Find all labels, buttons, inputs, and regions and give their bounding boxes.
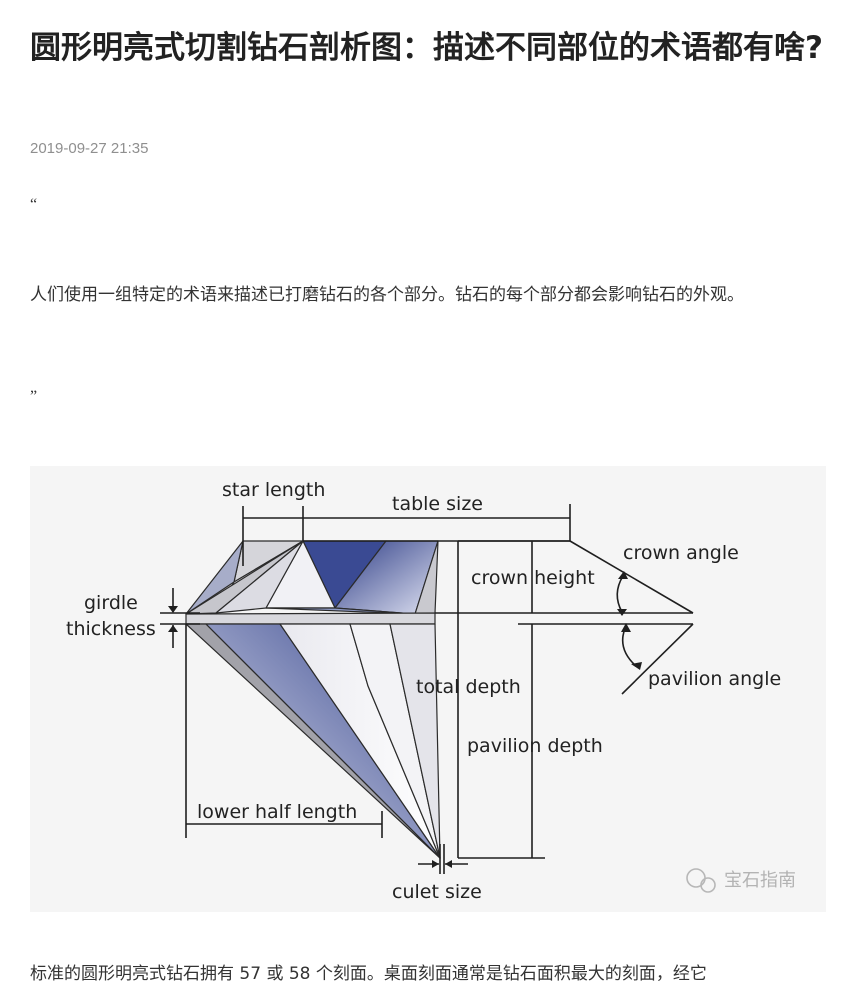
diamond-diagram: star length table size crown angle crown…	[66, 479, 796, 903]
quote-close-mark: ”	[30, 388, 38, 405]
watermark-icon	[686, 868, 716, 893]
label-girdle: girdle	[84, 592, 138, 614]
dimension-arrowheads	[168, 571, 642, 868]
publish-date: 2019-09-27 21:35	[30, 140, 149, 157]
label-lower-half-length: lower half length	[197, 801, 357, 823]
label-total-depth: total depth	[416, 676, 521, 698]
quote-open-mark: “	[30, 196, 38, 213]
article-title: 圆形明亮式切割钻石剖析图：描述不同部位的术语都有啥?	[30, 30, 823, 66]
dimension-lines	[160, 504, 694, 874]
label-pavilion-depth: pavilion depth	[467, 735, 603, 757]
diamond-pavilion	[185, 623, 441, 859]
intro-paragraph: 人们使用一组特定的术语来描述已打磨钻石的各个部分。钻石的每个部分都会影响钻石的外…	[30, 285, 744, 305]
diamond-crown	[185, 540, 439, 615]
watermark-text: 宝石指南	[724, 870, 796, 891]
label-thickness: thickness	[66, 618, 156, 640]
label-star-length: star length	[222, 479, 325, 501]
label-pavilion-angle: pavilion angle	[648, 668, 781, 690]
label-table-size: table size	[392, 493, 483, 515]
diamond-girdle	[185, 612, 436, 625]
body-paragraph: 标准的圆形明亮式钻石拥有 57 或 58 个刻面。桌面刻面通常是钻石面积最大的刻…	[30, 964, 707, 984]
diamond-anatomy-figure: star length table size crown angle crown…	[30, 466, 826, 912]
label-crown-height: crown height	[471, 567, 595, 589]
label-culet-size: culet size	[392, 881, 482, 903]
label-crown-angle: crown angle	[623, 542, 739, 564]
